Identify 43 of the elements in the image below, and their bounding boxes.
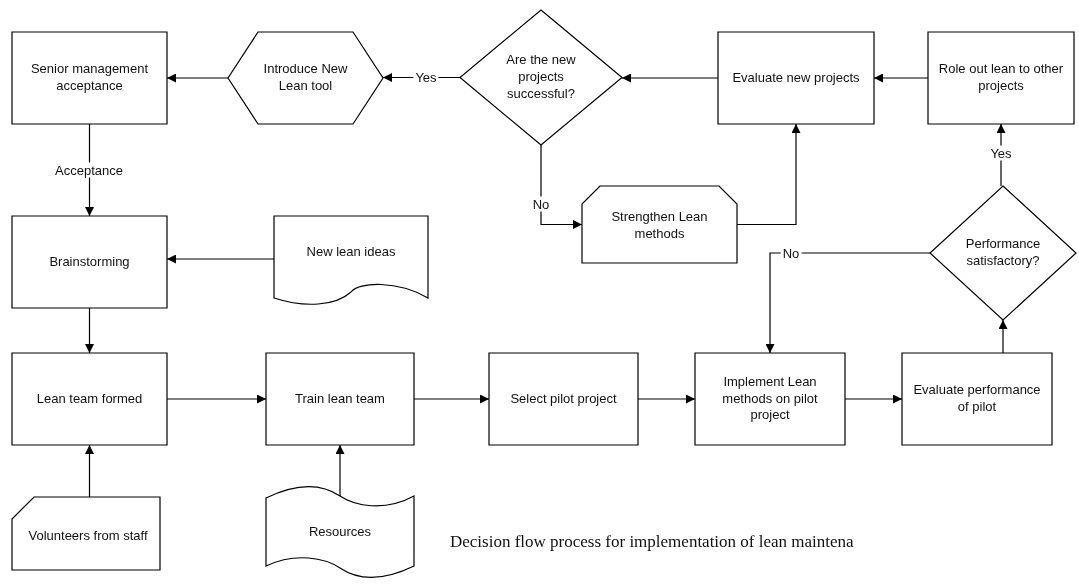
node-text: Role out lean to other projects [937, 60, 1065, 95]
node-text: Performance satisfactory? [964, 235, 1042, 270]
edge-label: No [530, 196, 552, 212]
node-text: Introduce New Lean tool [262, 60, 349, 95]
decision-diamond [460, 10, 622, 145]
arrow [621, 73, 719, 83]
edge-label: Acceptance [53, 162, 125, 178]
node-text: Implement Lean methods on pilot project [721, 372, 819, 425]
process-box [12, 32, 167, 124]
arrow [998, 319, 1008, 354]
node-text: Select pilot project [509, 389, 618, 408]
arrow [540, 144, 583, 229]
node-text: Strengthen Lean methods [610, 207, 709, 243]
process-box [266, 353, 414, 445]
process-box [12, 216, 167, 308]
arrow [765, 252, 931, 354]
node-text: Are the new projects successful? [505, 51, 577, 103]
process-box [489, 353, 638, 445]
process-box [12, 353, 167, 445]
arrow [335, 444, 345, 497]
preparation-hexagon [228, 32, 383, 124]
caption: Decision flow process for implementation of lean maintena [450, 532, 854, 552]
edge-label: Yes [988, 145, 1014, 161]
arrow [85, 444, 94, 498]
node-text: New lean ideas [305, 242, 397, 261]
process-box [928, 32, 1074, 124]
decision-diamond [930, 186, 1076, 320]
node-text: Volunteers from staff [27, 527, 149, 546]
loop-limit-shape [582, 186, 737, 263]
node-text: Senior management acceptance [29, 60, 150, 95]
node-text: Brainstorming [48, 252, 131, 271]
process-box [718, 32, 874, 124]
node-text: Resources [307, 522, 373, 541]
arrow [85, 307, 94, 354]
manual-input-card [12, 497, 160, 570]
node-text: Lean team formed [35, 389, 144, 408]
process-box [695, 353, 845, 445]
punched-tape-shape [266, 488, 414, 576]
node-text: Evaluate new projects [731, 68, 861, 87]
process-box [902, 353, 1052, 445]
node-text: Evaluate performance of pilot [912, 381, 1042, 416]
node-text: Train lean team [294, 389, 386, 408]
document-shape [274, 216, 428, 302]
